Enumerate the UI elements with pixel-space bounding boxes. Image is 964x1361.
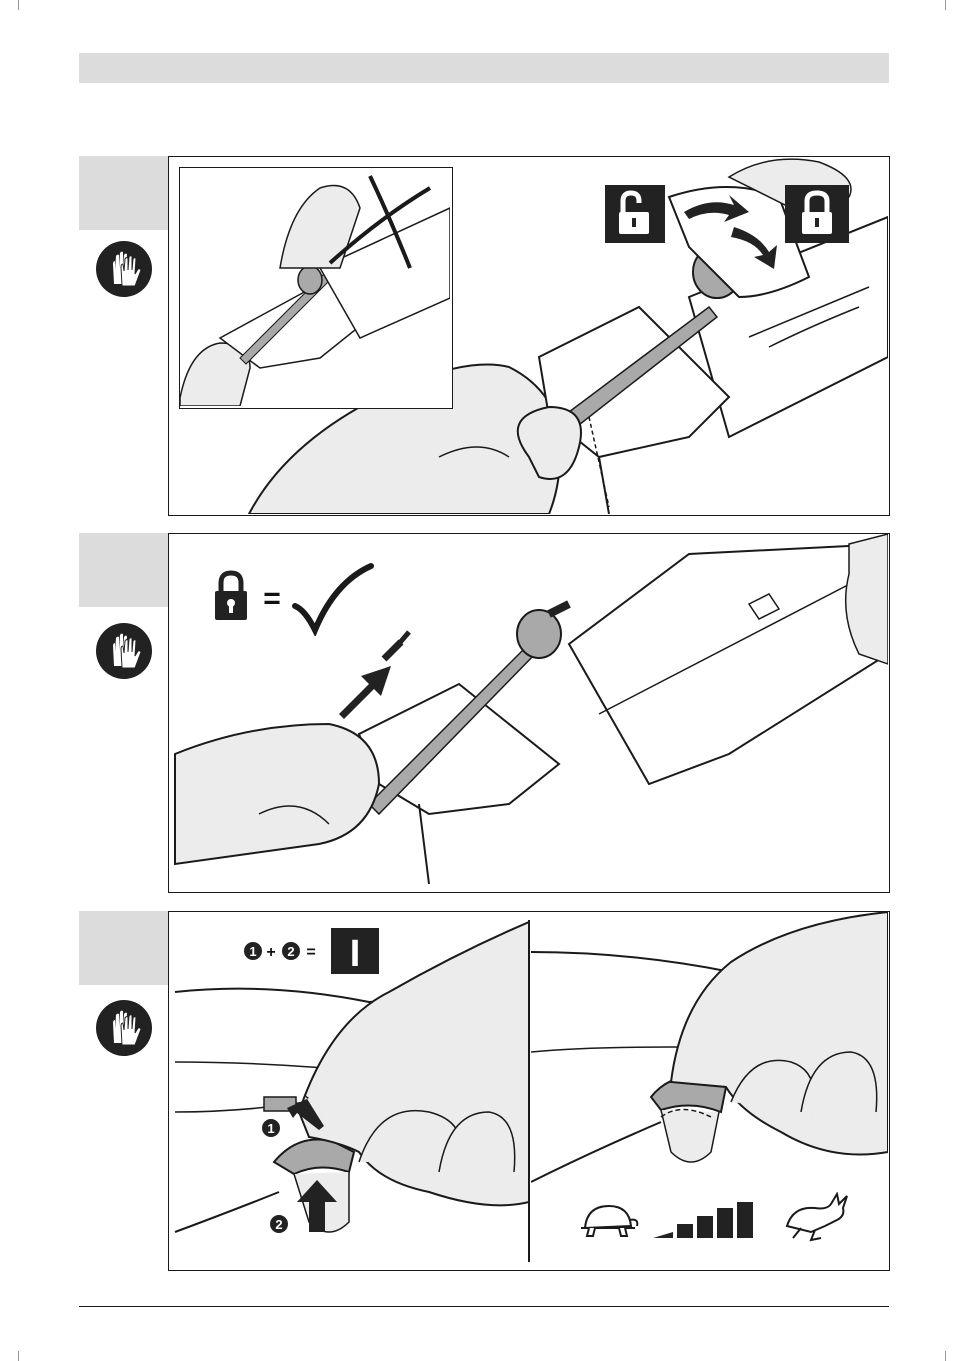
rabbit-icon xyxy=(781,1192,849,1242)
equals-text: = xyxy=(263,590,281,610)
footer-rule xyxy=(79,1306,889,1307)
equation-plus: + xyxy=(266,944,275,961)
speed-bars-icon xyxy=(653,1202,761,1238)
padlock-closed-icon xyxy=(785,185,849,243)
label-1-badge: 1 xyxy=(261,1118,281,1138)
crop-mark-top-left xyxy=(8,0,19,10)
equation-num-2: 2 xyxy=(287,944,294,959)
gloves-icon xyxy=(95,622,153,680)
label-1: 1 xyxy=(267,1121,274,1136)
step2-panel: = xyxy=(168,533,890,893)
crop-mark-bottom-right xyxy=(945,1351,956,1361)
on-symbol: I xyxy=(350,933,361,974)
turtle-icon xyxy=(577,1200,639,1240)
gloves-icon xyxy=(95,999,153,1057)
equation-num-1: 1 xyxy=(249,944,256,959)
insert-arrow-icon xyxy=(339,666,391,719)
padlock-closed-icon xyxy=(213,570,249,622)
step-tab-1 xyxy=(79,156,168,230)
step3-panel: 1 + 2 = I 1 2 xyxy=(168,911,890,1271)
step3-equation: 1 + 2 = I xyxy=(243,928,383,974)
step-tab-3 xyxy=(79,911,168,985)
label-2: 2 xyxy=(275,1217,282,1232)
padlock-open-icon xyxy=(605,185,665,243)
crop-mark-top-right xyxy=(945,0,956,10)
header-bar xyxy=(79,53,889,83)
checkmark-icon xyxy=(291,562,375,636)
label-2-badge: 2 xyxy=(269,1214,289,1234)
equation-equals: = xyxy=(306,944,315,961)
step-tab-2 xyxy=(79,533,168,607)
gloves-icon xyxy=(95,240,153,298)
step1-panel xyxy=(168,156,890,516)
crop-mark-bottom-left xyxy=(8,1351,19,1361)
step1-inset-wrong xyxy=(179,167,453,409)
inset-illustration xyxy=(180,168,450,406)
step3-divider xyxy=(528,920,530,1262)
equals-symbol: = xyxy=(259,590,285,610)
step2-illustration xyxy=(169,534,888,891)
